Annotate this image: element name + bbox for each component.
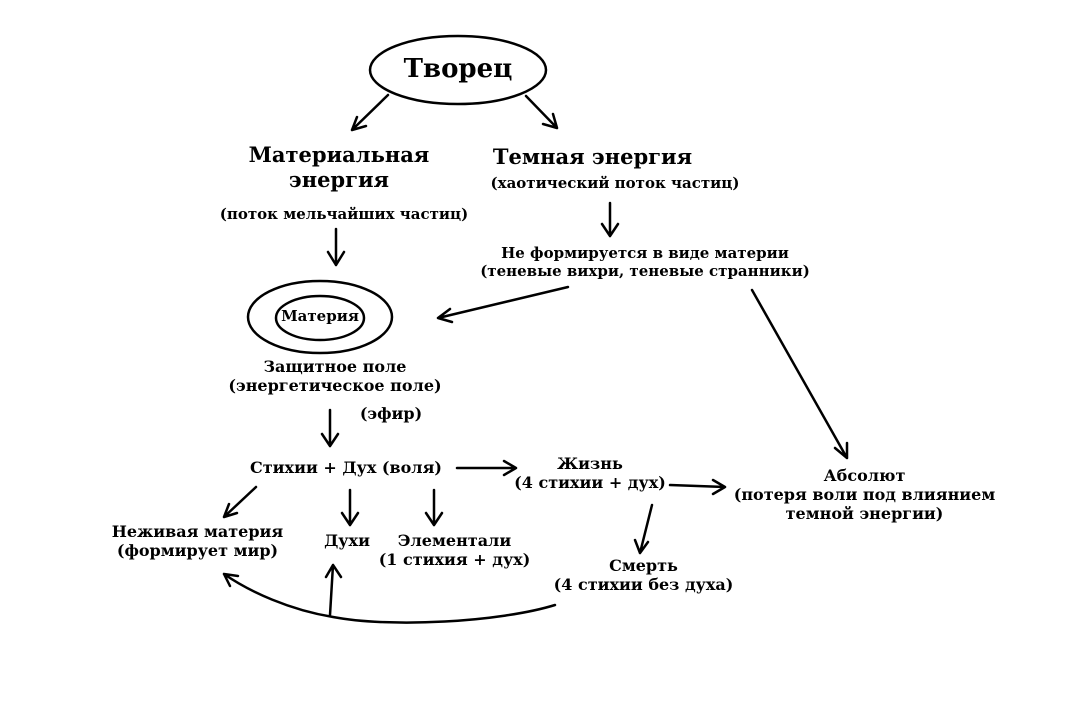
protective-field-line1: Защитное поле: [263, 357, 407, 376]
not-formed-node: Не формируется в виде материи (теневые в…: [475, 244, 815, 280]
death-line1: Смерть: [609, 556, 678, 575]
arrow-elements-to-life: [455, 459, 518, 477]
death-node: Смерть (4 стихии без духа): [546, 556, 741, 594]
arrow-notformed-to-absolute: [750, 288, 849, 460]
elements-spirit-node: Стихии + Дух (воля): [228, 458, 464, 477]
protective-field-ether: (эфир): [359, 404, 423, 423]
creator-node: Творец: [388, 54, 528, 85]
creator-title: Творец: [403, 54, 513, 84]
arrow-field-to-elements: [320, 408, 340, 448]
elementals-line1: Элементали: [397, 531, 512, 550]
arrow-notformed-to-matter: [436, 285, 570, 324]
matter-outer-ellipse: [246, 279, 394, 355]
elementals-line2: (1 стихия + дух): [378, 550, 531, 570]
life-node: Жизнь (4 стихии + дух): [505, 454, 675, 492]
arrow-material-to-matter: [326, 227, 346, 267]
not-formed-line2: (теневые вихри, теневые странники): [480, 262, 810, 280]
creator-ellipse: [368, 34, 548, 106]
arrow-death-to-nonliving: [222, 572, 557, 624]
arrow-dark-to-notformed: [600, 201, 620, 238]
elements-spirit-title: Стихии + Дух (воля): [250, 458, 442, 477]
life-line1: Жизнь: [557, 454, 623, 473]
matter-node: Материя: [270, 307, 370, 325]
absolute-node: Абсолют (потеря воли под влиянием темной…: [712, 466, 1017, 524]
protective-field-node: Защитное поле (энергетическое поле): [220, 357, 450, 395]
spirits-title: Духи: [324, 531, 370, 550]
absolute-line2: (потеря воли под влиянием: [733, 485, 996, 505]
dark-energy-subtitle: (хаотический поток частиц): [490, 174, 740, 192]
nonliving-matter-line1: Неживая материя: [111, 522, 284, 541]
protective-field-line2: (энергетическое поле): [228, 376, 442, 396]
material-energy-node: Материальная энергия: [224, 142, 454, 192]
arrow-creator-to-material: [350, 93, 390, 132]
arrow-elements-to-spirits: [340, 488, 360, 527]
arrow-elements-to-elementals: [424, 488, 444, 527]
nonliving-matter-node: Неживая материя (формирует мир): [100, 522, 295, 560]
nonliving-matter-line2: (формирует мир): [116, 541, 279, 561]
arrow-life-to-absolute: [668, 478, 727, 496]
matter-title: Материя: [281, 307, 359, 325]
material-energy-title-line1: Материальная: [248, 142, 430, 167]
dark-energy-title: Темная энергия: [492, 144, 693, 169]
dark-energy-node: Темная энергия: [470, 144, 715, 169]
arrow-elements-to-nonliving: [222, 485, 258, 519]
matter-inner-ellipse: [274, 294, 366, 342]
spirits-node: Духи: [314, 531, 380, 550]
absolute-line1: Абсолют: [823, 466, 906, 485]
death-line2: (4 стихии без духа): [553, 575, 734, 595]
elementals-node: Элементали (1 стихия + дух): [372, 531, 537, 569]
material-energy-subtitle: (поток мельчайших частиц): [219, 205, 469, 223]
arrow-life-to-death: [633, 503, 654, 555]
not-formed-line1: Не формируется в виде материи: [501, 244, 789, 262]
material-energy-title-line2: энергия: [288, 167, 390, 193]
arrow-death-to-spirits: [324, 563, 343, 617]
arrow-creator-to-dark: [524, 94, 559, 130]
absolute-line3: темной энергии): [785, 504, 944, 524]
life-line2: (4 стихии + дух): [514, 473, 666, 493]
